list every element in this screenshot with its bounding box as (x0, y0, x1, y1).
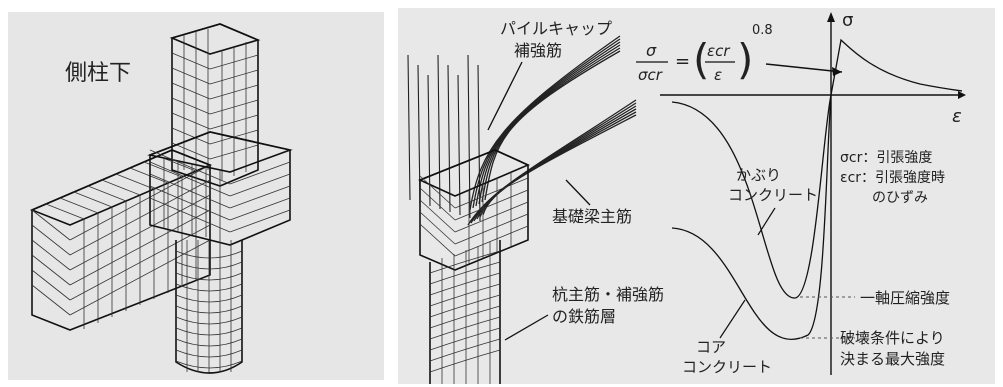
eq-rhs-denominator: ε (714, 66, 722, 84)
eps-cr-legend-2: のひずみ (872, 190, 928, 206)
foundation-beam-rebar-label: 基礎梁主筋 (552, 207, 632, 226)
cover-concrete-label: かぶり (736, 166, 781, 184)
eq-rhs-numerator: εcr (707, 42, 730, 60)
eps-cr-legend: εcr：引張強度時 (840, 170, 945, 186)
pile-cap-rebar-label-2: 補強筋 (514, 41, 562, 60)
eq-lhs-denominator: σcr (638, 66, 663, 84)
cover-concrete-curve (671, 94, 832, 299)
core-concrete-leader (719, 299, 746, 339)
cover-concrete-label-2: コンクリート (728, 186, 818, 204)
eq-exponent: 0.8 (752, 23, 773, 38)
eq-right-paren: ) (737, 35, 753, 84)
pile-rebar-label: 杭主筋・補強筋 (552, 285, 664, 304)
core-concrete-label: コア (696, 338, 726, 356)
max-strength-label: 破壊条件により (840, 329, 945, 347)
pile-rebar-leader (504, 314, 549, 341)
pile-rebar-label-2: の鉄筋層 (552, 307, 616, 326)
left-panel: 側柱下 (8, 12, 384, 380)
stress-axis-symbol: σ (842, 10, 853, 31)
column-mesh (169, 23, 261, 187)
sigma-cr-legend: σcr：引張強度 (840, 150, 932, 166)
rebar-model (407, 35, 637, 384)
eq-left-paren: ( (693, 35, 709, 84)
stress-strain-plot: ε σ 一軸圧縮強度 破壊条件により 決まる最大強度 かぶり コンクリート コア… (636, 10, 966, 376)
uniaxial-strength-label: 一軸圧縮強度 (860, 289, 950, 307)
pile-cap-mesh (147, 131, 293, 246)
core-concrete-label-2: コンクリート (682, 358, 772, 376)
pile-mesh (175, 240, 243, 374)
strain-axis-symbol: ε (952, 106, 962, 127)
equation-arrow (765, 63, 843, 73)
core-concrete-curve (671, 94, 832, 340)
right-panel-background (398, 8, 995, 384)
side-column-label: 側柱下 (65, 61, 131, 86)
right-panel: パイルキャップ 補強筋 基礎梁主筋 杭主筋・補強筋 の鉄筋層 ε σ 一軸圧縮強… (398, 8, 995, 384)
pile-cap-rebar-leader (487, 61, 523, 131)
max-strength-label-2: 決まる最大強度 (840, 350, 945, 368)
tension-softening-curve (830, 38, 963, 96)
pile-cylinder (429, 240, 501, 384)
pile-cap-rebar-label: パイルキャップ (500, 19, 612, 38)
foundation-beam-rebar-leader (565, 179, 591, 206)
cover-concrete-leader (757, 207, 776, 236)
eq-lhs-numerator: σ (646, 41, 657, 60)
eq-equals: = (675, 51, 690, 72)
softening-equation: σ σcr = ( εcr ε ) 0.8 (636, 23, 773, 84)
